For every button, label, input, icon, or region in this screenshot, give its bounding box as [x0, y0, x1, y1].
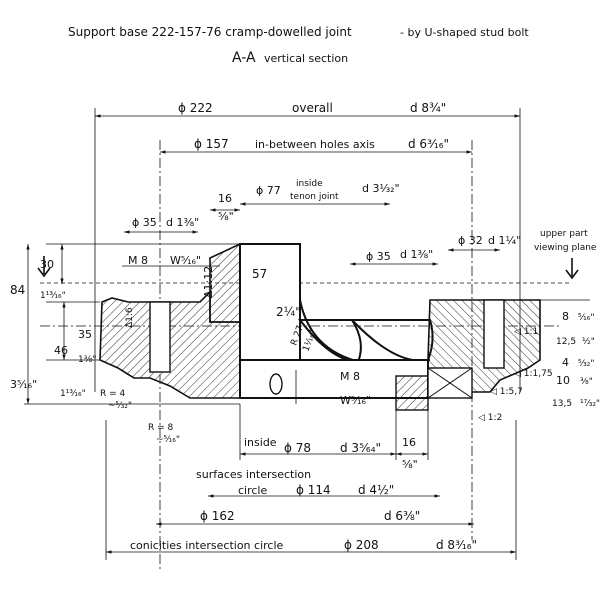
- label-3516: 3⁵⁄₁₆": [10, 378, 37, 391]
- label-r8-inch: ~⁵⁄₁₆": [156, 435, 180, 445]
- label-214: 2¼": [276, 305, 301, 319]
- label-r125-inch: ½": [582, 337, 595, 347]
- label-57: 57: [252, 267, 267, 281]
- label-inside78: inside: [244, 436, 277, 449]
- label-84: 84: [10, 283, 25, 297]
- label-16b-inch: ⅝": [402, 458, 418, 471]
- label-30: 30: [40, 258, 54, 271]
- dim-16-metric: 16: [218, 192, 232, 205]
- label-slope1175: ◁ 1:1,75: [514, 369, 553, 379]
- label-r125: 12,5: [556, 337, 576, 347]
- section-label: A-A: [232, 50, 256, 66]
- label-11316: 1¹³⁄₁₆": [60, 389, 86, 399]
- dim-m8-left: M 8: [128, 254, 148, 267]
- label-surf2: circle: [238, 484, 267, 497]
- label-slope112: Δ1:12: [202, 266, 215, 298]
- label-46: 46: [54, 344, 68, 357]
- arrow-down-right-icon: [565, 258, 579, 280]
- left-bolt-hole: [149, 301, 171, 373]
- label-r4: R = 4: [100, 389, 126, 399]
- tenon-hatch: [209, 242, 241, 323]
- label-phi162: ϕ 162: [200, 509, 235, 523]
- label-w516-center: W⁵⁄₁₆": [340, 394, 371, 407]
- label-r8: R = 8: [148, 423, 174, 433]
- dim-phi35-mid-inch: d 1⅜": [400, 248, 433, 261]
- label-r8-inch: ⁵⁄₁₆": [578, 313, 594, 323]
- dim-tenon-inch: d 3¹⁄₃₂": [362, 182, 400, 195]
- center-hatch-block: [395, 375, 429, 411]
- label-d208: d 8³⁄₁₆": [436, 538, 477, 552]
- title-main: Support base 222-157-76 cramp-dowelled j…: [68, 25, 352, 39]
- label-m8-center: M 8: [340, 370, 360, 383]
- label-16b: 16: [402, 436, 416, 449]
- title-note: - by U-shaped stud bolt: [400, 26, 529, 39]
- label-slope11: ◁ 1:1: [514, 327, 538, 337]
- label-phi78: ϕ 78: [284, 441, 311, 455]
- label-upper2: viewing plane: [534, 243, 597, 253]
- label-slope12: ◁ 1:2: [478, 413, 502, 423]
- label-r8: 8: [562, 310, 569, 323]
- dim-overall-inch: d 8¾": [410, 101, 446, 115]
- dim-phi32-inch: d 1¼": [488, 234, 521, 247]
- label-r4-inch: ⁵⁄₃₂": [578, 359, 594, 369]
- label-d78: d 3⁵⁄₆₄": [340, 441, 381, 455]
- label-slope16: Δ1:6: [125, 307, 135, 328]
- dim-tenon-metric: ϕ 77: [256, 184, 281, 197]
- dim-16-inch: ⅝": [218, 210, 234, 223]
- dim-overall-label: overall: [292, 101, 333, 115]
- dim-overall-metric: ϕ 222: [178, 101, 213, 115]
- dim-holes-inch: d 6³⁄₁₆": [408, 137, 449, 151]
- label-d114: d 4½": [358, 483, 394, 497]
- dim-tenon-label2: tenon joint: [290, 192, 339, 202]
- dim-holes-metric: ϕ 157: [194, 137, 229, 151]
- label-slope157: ◁ 1:5,7: [490, 387, 523, 397]
- label-r10-inch: ⅜": [580, 377, 593, 387]
- nut-cross-b: [427, 367, 473, 399]
- dim-phi32-metric: ϕ 32: [458, 234, 483, 247]
- label-r4-inch: ~⁵⁄₃₂": [108, 401, 132, 411]
- label-35: 35: [78, 328, 92, 341]
- label-phi208: ϕ 208: [344, 538, 379, 552]
- label-1316a: 1¹³⁄₁₆": [40, 291, 66, 301]
- label-phi114: ϕ 114: [296, 483, 331, 497]
- label-conic: conicities intersection circle: [130, 539, 284, 552]
- label-d162: d 6⅜": [384, 509, 420, 523]
- dim-holes-label: in-between holes axis: [255, 138, 375, 151]
- dim-tenon-label1: inside: [296, 179, 323, 189]
- dim-phi35-left-inch: d 1⅜": [166, 216, 199, 229]
- label-r10: 10: [556, 374, 570, 387]
- label-r4: 4: [562, 356, 569, 369]
- label-r135: 13,5: [552, 399, 572, 409]
- label-upper1: upper part: [540, 229, 588, 239]
- label-surf1: surfaces intersection: [196, 468, 311, 481]
- bolt-pin-hole: [269, 373, 283, 395]
- r27-arc: [299, 299, 431, 364]
- arrow-down-icon: [37, 256, 51, 278]
- dim-w516-left: W⁵⁄₁₆": [170, 254, 201, 267]
- dim-phi35-mid-metric: ϕ 35: [366, 250, 391, 263]
- section-caption: vertical section: [264, 52, 348, 65]
- dim-phi35-left-metric: ϕ 35: [132, 216, 157, 229]
- label-r135-inch: ¹⁷⁄₃₂": [580, 399, 600, 409]
- right-bolt-hole: [483, 299, 505, 369]
